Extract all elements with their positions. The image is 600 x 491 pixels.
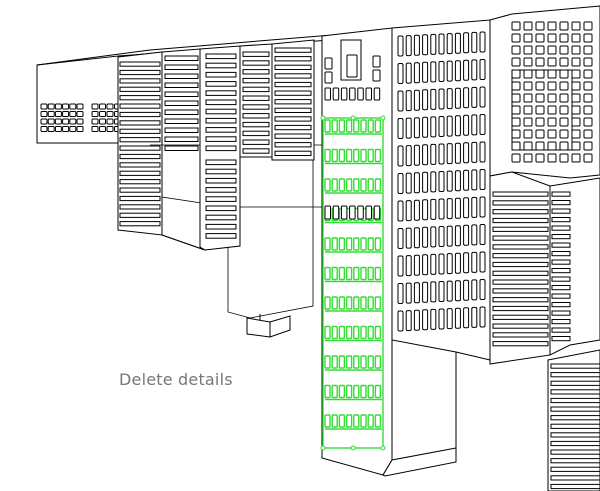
far-left-slab xyxy=(36,55,121,144)
middle-banded-tower-c xyxy=(271,39,315,161)
middle-banded-tower-b xyxy=(239,43,273,158)
right-vertical-window-tower xyxy=(391,19,491,460)
left-banded-tower xyxy=(117,48,206,251)
middle-banded-tower-a xyxy=(199,45,241,251)
lower-right-banded-building xyxy=(547,349,600,491)
base-chimney-block xyxy=(246,314,291,338)
step-caption: Delete details xyxy=(119,370,233,389)
central-tall-tower xyxy=(320,27,457,477)
selected-window-bands xyxy=(320,115,386,451)
far-right-grid-building xyxy=(489,5,600,365)
